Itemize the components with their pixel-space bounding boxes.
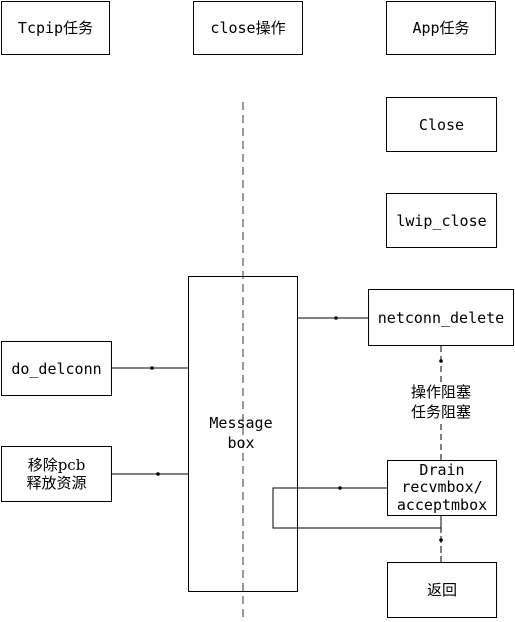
drain-box: Drain recvmbox/ acceptmbox (387, 460, 497, 516)
return-box: 返回 (387, 562, 497, 618)
arrow-dot (156, 472, 160, 476)
message-box-line1: Message (209, 414, 273, 432)
netconn-delete-box: netconn_delete (368, 289, 514, 346)
blocking-label-line2: 任务阻塞 (410, 403, 471, 422)
header-app-task: App任务 (386, 1, 496, 55)
message-box-label: Message box (206, 414, 276, 453)
loop-connector (272, 487, 442, 529)
close-box: Close (386, 97, 497, 152)
header-tcpip-task: Tcpip任务 (1, 1, 110, 55)
arrow-dot (338, 486, 342, 490)
remove-pcb-line1: 移除pcb (27, 456, 86, 474)
drain-line1: Drain (419, 461, 465, 480)
message-box-line2: box (227, 433, 255, 452)
remove-pcb-box: 移除pcb 释放资源 (1, 446, 112, 502)
drain-line2: recvmbox/ (401, 478, 483, 497)
drain-line3: acceptmbox (396, 495, 488, 514)
lwip-close-box: lwip_close (386, 193, 497, 248)
arrow-dot (439, 538, 443, 542)
blocking-label: 操作阻塞 任务阻塞 (396, 382, 486, 423)
arrow-dot (334, 316, 338, 320)
arrow-dot (150, 366, 154, 370)
header-close-operation: close操作 (193, 1, 303, 55)
blocking-label-line1: 操作阻塞 (410, 383, 471, 401)
remove-pcb-line2: 释放资源 (26, 474, 87, 492)
arrow-dot (439, 359, 443, 363)
do-delconn-box: do_delconn (1, 341, 112, 396)
message-box (188, 276, 298, 592)
